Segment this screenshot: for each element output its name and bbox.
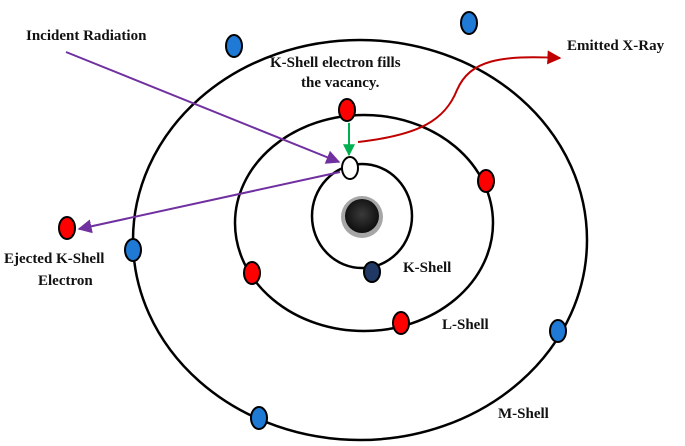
l-shell-orbit [233,113,495,333]
m-shell-orbit [131,38,589,442]
ejected-electron-arrow [77,171,341,234]
incident-radiation-arrow [65,51,341,164]
l-shell-electron [243,261,261,285]
m-shell-electron [250,406,268,430]
k-shell-electron [363,261,381,283]
k-shell-fill-label-line1: K-Shell electron fills [270,55,401,71]
incident-radiation-label: Incident Radiation [26,28,147,44]
l-shell-label: L-Shell [442,317,489,333]
l-shell-electron [477,169,495,193]
ejected-electron-label-line1: Ejected K-Shell [4,251,104,267]
k-shell-vacancy [341,156,359,180]
ejected-electron-label-line2: Electron [38,273,93,289]
m-shell-label: M-Shell [498,406,549,422]
emitted-xray-arrow [357,50,562,143]
nucleus-core [345,199,379,233]
m-shell-electron [460,11,478,35]
m-shell-electron [225,34,243,58]
l-shell-electron [338,98,356,122]
ejected-electron [58,216,76,240]
k-shell-label: K-Shell [403,260,451,276]
l-shell-electron [392,311,410,335]
m-shell-electron [549,319,567,343]
k-shell-orbit [310,162,414,270]
emitted-xray-label: Emitted X-Ray [567,38,665,54]
m-shell-electron [124,238,142,262]
k-shell-fill-label-line2: the vacancy. [301,75,380,91]
